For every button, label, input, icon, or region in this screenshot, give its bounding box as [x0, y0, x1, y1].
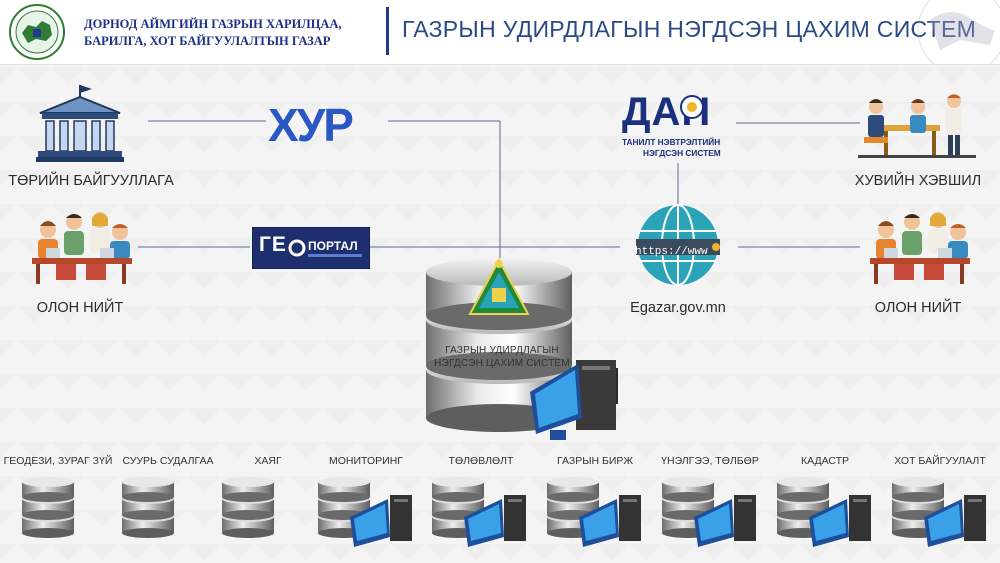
dan-star-icon [680, 95, 704, 119]
xur-logo-text: ХУР [268, 99, 354, 151]
subsystem-label: ҮНЭЛГЭЭ, ТӨЛБӨР [661, 455, 759, 467]
private-sector-label: ХУВИЙН ХЭВШИЛ [854, 173, 982, 189]
subsystem-database-icon[interactable] [120, 477, 176, 539]
org-name-line2: БАРИЛГА, ХОТ БАЙГУУЛАЛТЫН ГАЗАР [84, 34, 331, 48]
dan-subtitle-line2: НЭГДСЭН СИСТЕМ [643, 148, 721, 158]
geo-portal-prefix: ГЕ [259, 233, 287, 256]
org-name-line1: ДОРНОД АЙМГИЙН ГАЗРЫН ХАРИЛЦАА, [84, 17, 342, 31]
subsystem-label: МОНИТОРИНГ [329, 455, 403, 467]
subsystem-database-icon[interactable] [220, 477, 276, 539]
subsystem-database-icon[interactable] [20, 477, 76, 539]
subsystem-database-computer-icon[interactable] [545, 477, 645, 549]
subsystem-label: ХОТ БАЙГУУЛАЛТ [894, 455, 986, 467]
egazar-url-bar: https://www [635, 246, 708, 258]
egazar-globe-icon [636, 204, 720, 286]
geo-portal-underline [308, 254, 362, 257]
private-sector-meeting-icon [858, 94, 976, 158]
government-building-icon [36, 85, 124, 162]
subsystem-database-computer-icon[interactable] [775, 477, 875, 549]
subsystem-label: ГАЗРЫН БИРЖ [556, 455, 634, 467]
central-db-label-line1: ГАЗРЫН УДИРДЛАГЫН [445, 345, 559, 356]
subsystem-label: КАДАСТР [800, 455, 850, 467]
subsystem-label: СУУРЬ СУДАЛГАА [122, 455, 214, 467]
subsystem-database-computer-icon[interactable] [660, 477, 760, 549]
header-bar: ДОРНОД АЙМГИЙН ГАЗРЫН ХАРИЛЦАА, БАРИЛГА,… [0, 0, 1000, 65]
globe-decoration-icon [917, 0, 1000, 64]
public-group-left-icon [32, 212, 132, 284]
subsystem-database-computer-icon[interactable] [890, 477, 990, 549]
xur-logo: ХУР [268, 98, 354, 152]
subsystem-label: ТӨЛӨВЛӨЛТ [448, 455, 514, 467]
subsystem-label: ХАЯГ [254, 455, 282, 467]
subsystem-database-computer-icon[interactable] [316, 477, 416, 549]
egazar-label[interactable]: Egazar.gov.mn [630, 300, 726, 316]
header-divider [386, 7, 389, 55]
geo-o-icon [288, 239, 306, 257]
government-org-label: ТӨРИЙН БАЙГУУЛЛАГА [8, 173, 174, 189]
central-db-label-line2: НЭГДСЭН ЦАХИМ СИСТЕМ [434, 358, 570, 369]
page-title: ГАЗРЫН УДИРДЛАГЫН НЭГДСЭН ЦАХИМ СИСТЕМ [402, 16, 977, 42]
public-right-label: ОЛОН НИЙТ [874, 300, 962, 316]
org-emblem-icon [9, 4, 65, 60]
subsystem-database-computer-icon[interactable] [430, 477, 530, 549]
subsystem-label: ГЕОДЕЗИ, ЗУРАГ ЗҮЙ [3, 455, 113, 467]
central-database-icon [426, 258, 618, 440]
public-left-label: ОЛОН НИЙТ [36, 300, 124, 316]
public-group-right-icon [870, 212, 970, 284]
dan-subtitle-line1: ТАНИЛТ НЭВТРЭЛТИЙН [622, 137, 721, 147]
geo-portal-suffix: ПОРТАЛ [308, 239, 358, 253]
geo-portal-logo: ГЕ ПОРТАЛ [252, 227, 370, 269]
